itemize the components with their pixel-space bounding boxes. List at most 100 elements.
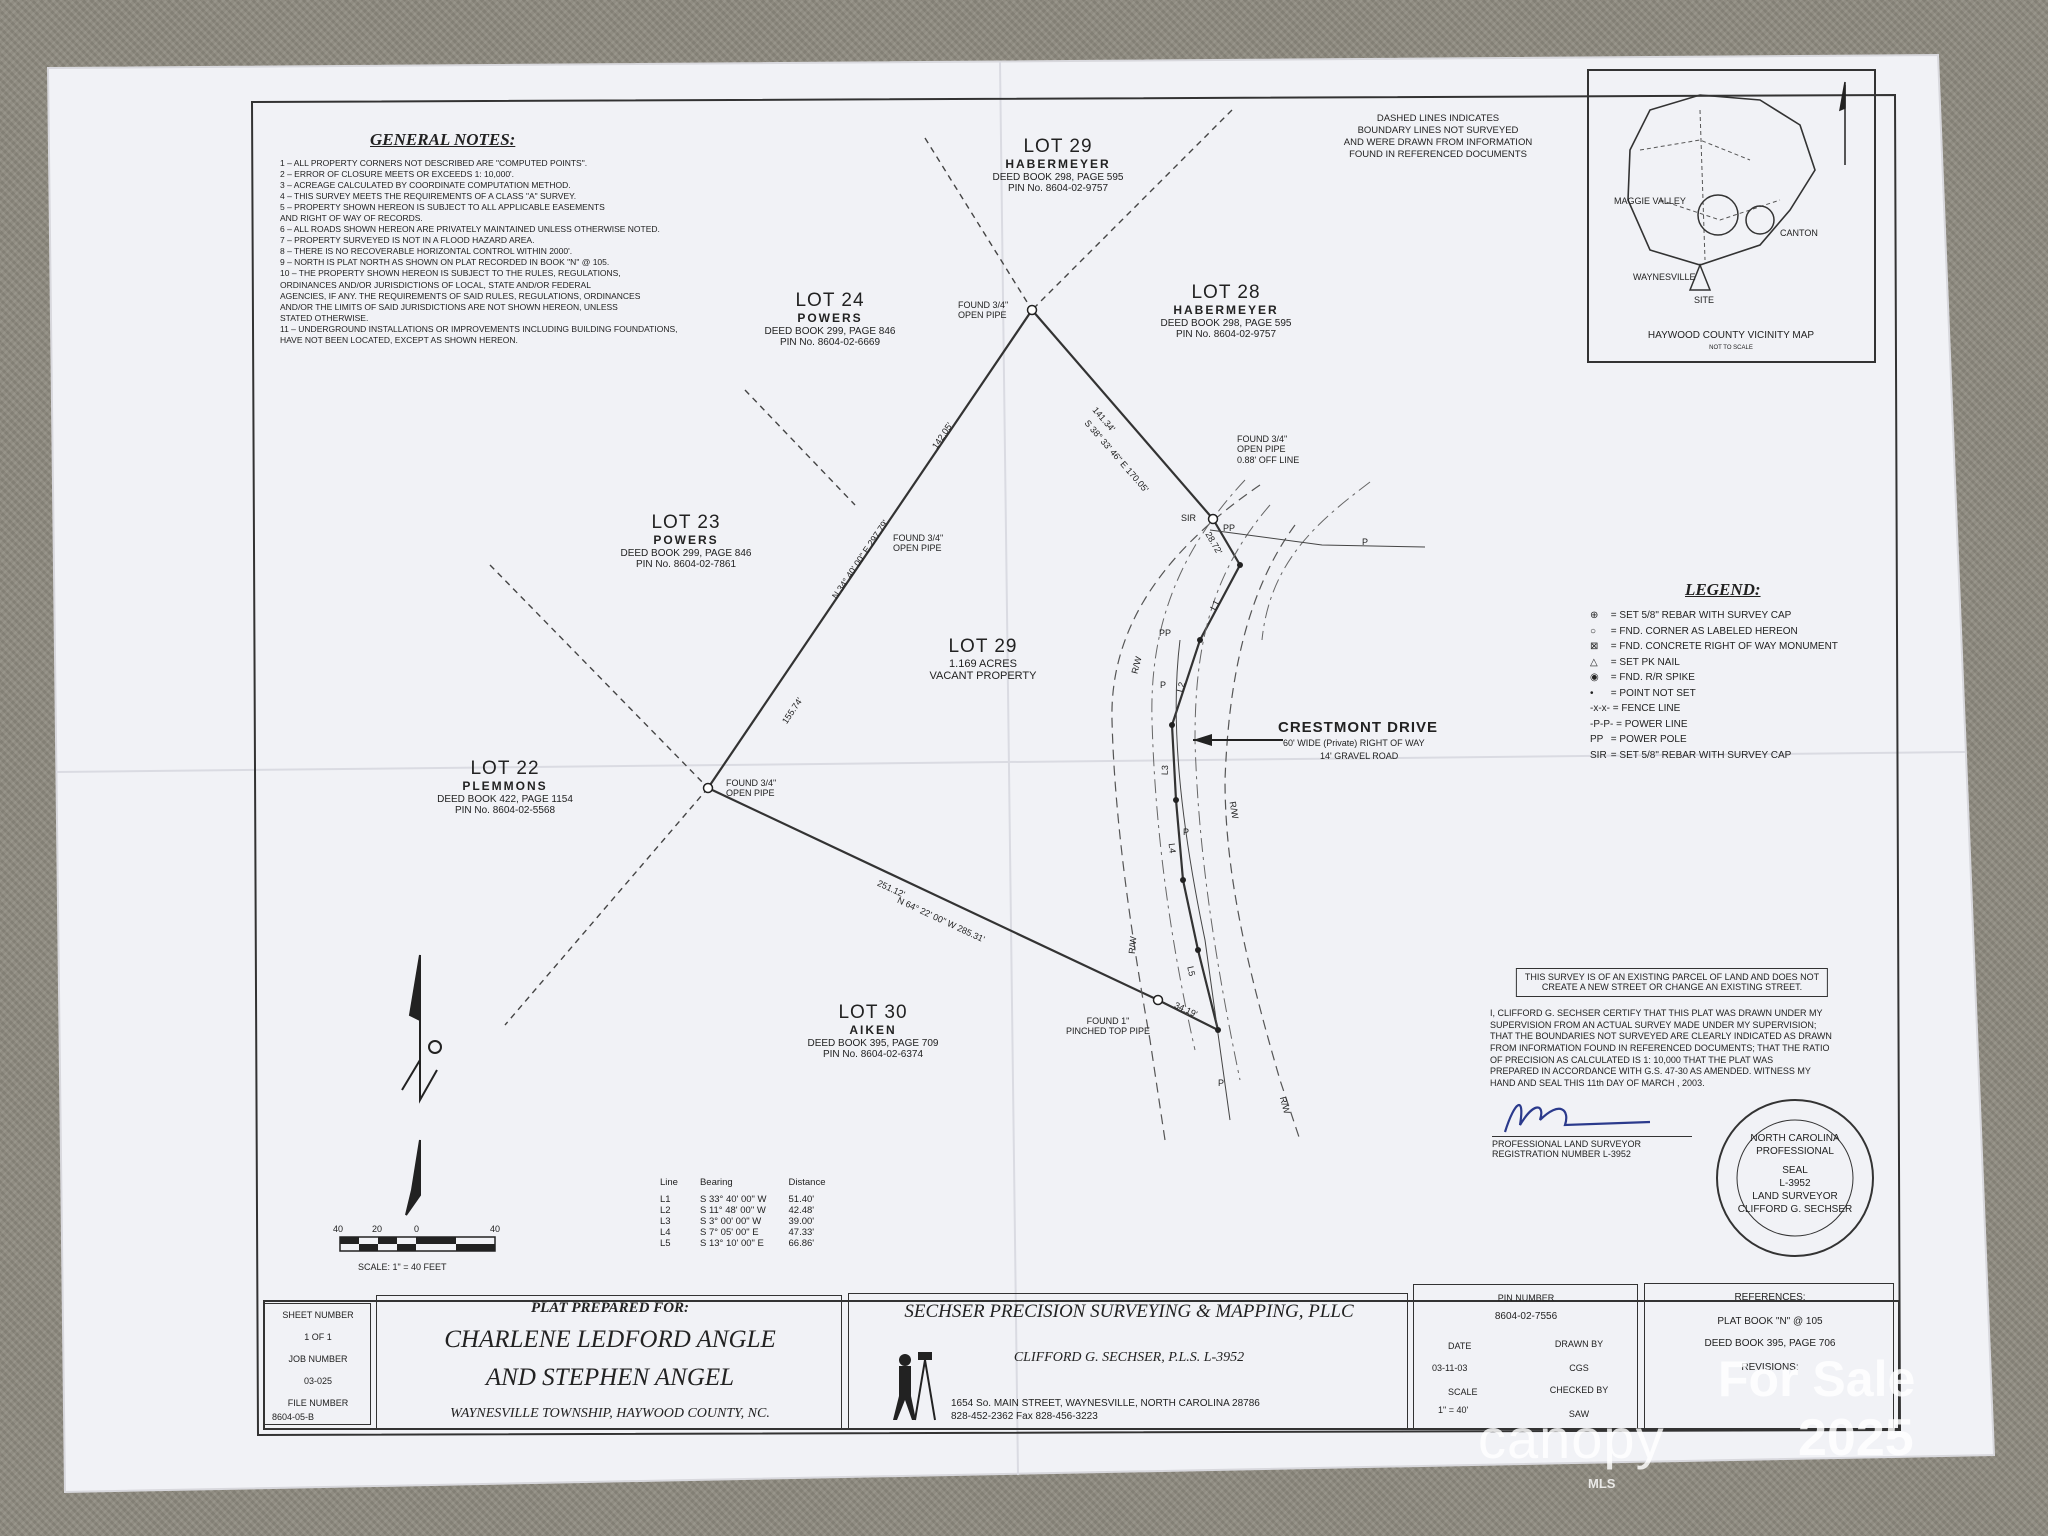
vicinity-map-title: HAYWOOD COUNTY VICINITY MAP [1647,330,1815,341]
power-line-marker-3: P [1183,827,1190,837]
client-name-line2: AND STEPHEN ANGEL [485,1364,735,1391]
line-table-header: Bearing [699,1177,733,1188]
legend-text: = SET 5/8" REBAR WITH SURVEY CAP [1608,749,1792,761]
watermark-for-sale: For Sale [1718,1351,1916,1407]
revisions-label: REVISIONS: [1741,1362,1799,1373]
client-box: PLAT PREPARED FOR: CHARLENE LEDFORD ANGL… [376,1295,842,1430]
legend-item: ⊕ = SET 5/8" REBAR WITH SURVEY CAP [1590,608,1838,624]
map-place-site: SITE [1694,295,1715,305]
paper-fold-horizontal [55,751,1966,773]
general-note-line: 5 – PROPERTY SHOWN HEREON IS SUBJECT TO … [280,202,605,213]
lot-23-label: LOT 23 POWERS DEED BOOK 299, PAGE 846 PI… [620,512,752,571]
sheet-number-label: SHEET NUMBER [282,1310,354,1320]
checked-by-value: SAW [1568,1409,1590,1419]
general-note-line: 7 – PROPERTY SURVEYED IS NOT IN A FLOOD … [280,235,535,246]
general-note-line: 6 – ALL ROADS SHOWN HEREON ARE PRIVATELY… [280,224,660,235]
scale-tick-40-left: 40 [333,1224,344,1234]
job-number: 03-025 [303,1376,333,1386]
legend-item: • = POINT NOT SET [1590,686,1838,702]
legend-item: ◉ = FND. R/R SPIKE [1590,670,1838,686]
legend-symbol: ○ [1590,625,1597,637]
paper-sheet [46,53,1996,1494]
dashed-boundary-lines [489,109,1233,1026]
vicinity-map [1587,69,1876,363]
legend-symbol: ⊠ [1590,641,1599,652]
map-place-canton: CANTON [1780,228,1818,238]
drawing-border [250,93,1902,1437]
legend-symbol: -P-P- [1590,718,1614,730]
pin-box: PIN NUMBER 8604-02-7556 DATE 03-11-03 SC… [1413,1284,1638,1430]
general-note-line: AND RIGHT OF WAY OF RECORDS. [280,213,423,224]
surveyor-name: CLIFFORD G. SECHSER, P.L.S. L-3952 [1013,1350,1245,1365]
line-table-cell: S 7° 05' 00" E [699,1226,759,1238]
legend-text: = SET PK NAIL [1608,656,1680,668]
scale-bar [339,1236,496,1252]
line-table-cell: S 11° 48' 00" W [699,1204,766,1216]
found-pipe-top-label: FOUND 3/4"OPEN PIPE [958,300,1009,321]
legend-text: = POWER POLE [1608,734,1687,745]
line-table-cell: L4 [660,1226,671,1238]
dashed-note-line: BOUNDARY LINES NOT SURVEYED [1357,124,1519,136]
watermark-year: 2025 [1798,1409,1914,1467]
certification-line: HAND AND SEAL THIS 11th DAY OF MARCH , 2… [1490,1078,1705,1089]
legend-list: ⊕ = SET 5/8" REBAR WITH SURVEY CAP○ = FN… [1590,608,1838,763]
certification-line: FROM INFORMATION FOUND IN REFERENCED DOC… [1490,1043,1830,1054]
legend-text: = POWER LINE [1613,718,1688,730]
client-name-line1: CHARLENE LEDFORD ANGLE [444,1326,776,1353]
general-notes-heading: GENERAL NOTES: [370,130,516,149]
road-right-of-way-lines [1111,484,1301,1141]
power-line-marker-2: P [1160,680,1167,690]
lot-22-label: LOT 22 PLEMMONS DEED BOOK 422, PAGE 1154… [437,758,573,817]
legend-text: = FND. CONCRETE RIGHT OF WAY MONUMENT [1608,641,1838,652]
reference-plat-book: PLAT BOOK "N" @ 105 [1717,1316,1823,1327]
general-note-line: 1 – ALL PROPERTY CORNERS NOT DESCRIBED A… [280,158,588,168]
references-box: REFERENCES: PLAT BOOK "N" @ 105 DEED BOO… [1644,1283,1894,1430]
map-place-waynesville: WAYNESVILLE [1633,272,1696,282]
general-note-line: 10 – THE PROPERTY SHOWN HEREON IS SUBJEC… [280,268,621,279]
road-name: CRESTMONT DRIVE [1278,719,1439,736]
line-table-row: L4 S 7° 05' 00" E 47.33' [660,1226,847,1239]
reference-deed-book: DEED BOOK 395, PAGE 706 [1704,1338,1836,1349]
certification-line: I, CLIFFORD G. SECHSER CERTIFY THAT THIS… [1490,1008,1823,1018]
general-note-line: STATED OTHERWISE. [280,312,369,323]
legend-item: -x-x- = FENCE LINE [1590,701,1838,717]
legend-text: = POINT NOT SET [1608,687,1696,699]
general-notes-list: 1 – ALL PROPERTY CORNERS NOT DESCRIBED A… [280,158,678,346]
surveyor-logo-figure [893,1352,936,1421]
firm-phone: 828-452-2362 Fax 828-456-3223 [951,1411,1098,1422]
legend-item: -P-P- = POWER LINE [1590,717,1838,733]
watermark-mls: MLS [1588,1476,1616,1491]
map-north-arrow [1839,81,1846,165]
line-table-cell: 47.33' [788,1226,815,1238]
legend-heading: LEGEND: [1685,580,1761,599]
legend-symbol: △ [1590,656,1598,668]
legend-symbol: ◉ [1590,672,1599,683]
line-table-header: Distance [788,1177,826,1188]
general-note-line: HAVE NOT BEEN LOCATED, EXCEPT AS SHOWN H… [280,334,518,345]
firm-box: SECHSER PRECISION SURVEYING & MAPPING, P… [848,1293,1408,1430]
subject-lot-29-label: LOT 29 1.169 ACRES VACANT PROPERTY [929,636,1037,683]
road-width: 60' WIDE (Private) RIGHT OF WAY [1283,738,1425,748]
legend-text: = FND. R/R SPIKE [1608,672,1695,683]
legend-text: = FENCE LINE [1610,703,1681,714]
general-note-line: ORDINANCES AND/OR JURISDICTIONS OF LOCAL… [280,279,591,290]
legend-text: = FND. CORNER AS LABELED HEREON [1608,625,1798,637]
sir-label: SIR [1181,513,1197,523]
lot-30-label: LOT 30 AIKEN DEED BOOK 395, PAGE 709 PIN… [807,1002,939,1061]
line-table-cell: 66.86' [788,1237,815,1249]
location-line: WAYNESVILLE TOWNSHIP, HAYWOOD COUNTY, NC… [450,1406,770,1421]
certification-line: THAT THE BOUNDARIES NOT SURVEYED ARE CLE… [1490,1031,1832,1042]
drawn-by-label: DRAWN BY [1554,1339,1604,1349]
legend-item: SIR = SET 5/8" REBAR WITH SURVEY CAP [1590,748,1838,764]
road-surface: 14' GRAVEL ROAD [1320,751,1399,761]
lot-24-label: LOT 24 POWERS DEED BOOK 299, PAGE 846 PI… [764,290,896,349]
legend-item: △ = SET PK NAIL [1590,655,1838,671]
surveyor-signature [1503,1103,1651,1133]
power-line-marker: P [1362,537,1369,547]
legend-symbol: -x-x- [1590,703,1610,714]
line-table-header: Line [660,1177,678,1188]
scale-tick-20: 20 [372,1224,383,1234]
